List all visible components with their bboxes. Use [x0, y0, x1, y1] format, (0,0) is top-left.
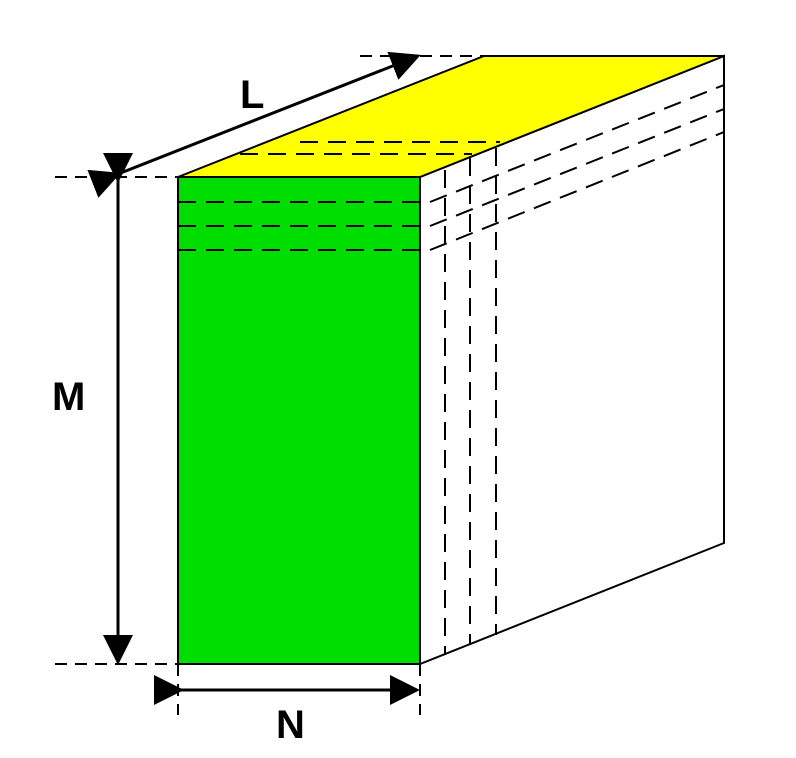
height-label: M [52, 375, 85, 419]
side-vertical-lines [444, 148, 497, 655]
length-label: L [240, 73, 264, 117]
side-slice-lines [429, 84, 725, 251]
width-label: N [276, 703, 305, 747]
front-slice-lines [178, 201, 420, 251]
front-face [177, 176, 421, 665]
length-dimension-arrow [87, 51, 421, 198]
